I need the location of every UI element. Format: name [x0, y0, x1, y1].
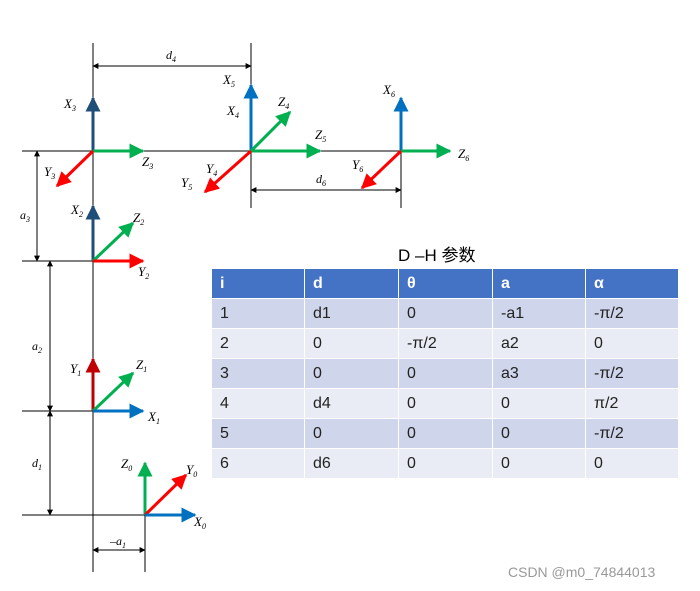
dimension-arrows: [34, 63, 402, 553]
table-cell: d4: [304, 388, 399, 419]
table-cell: a2: [492, 328, 586, 359]
table-cell: 0: [585, 328, 679, 359]
table-cell: 0: [492, 418, 586, 449]
label-a2: a2: [32, 339, 42, 355]
table-cell: -π/2: [585, 358, 679, 389]
table-cell: 5: [211, 418, 305, 449]
label-d1: d1: [32, 456, 42, 472]
frame4-z-axis: [249, 110, 292, 153]
table-cell: a3: [492, 358, 586, 389]
label-x6: X6: [382, 82, 395, 99]
label-a3: a3: [20, 208, 30, 224]
header-cell-d: d: [304, 268, 399, 299]
table-cell: d1: [304, 298, 399, 329]
table-cell: d6: [304, 448, 399, 479]
table-cell: 6: [211, 448, 305, 479]
label-z0: Z0: [121, 456, 132, 473]
frame0-y-axis: [143, 473, 188, 517]
label-x2: X2: [70, 202, 83, 219]
frame-2: [85, 204, 145, 269]
table-cell: 0: [398, 448, 493, 479]
table-cell: 0: [304, 418, 399, 449]
table-header-row: i d θ a α: [211, 268, 679, 299]
label-z6: Z6: [458, 146, 469, 163]
frame2-z-axis: [91, 221, 135, 263]
frame-6: [360, 96, 452, 190]
table-cell: 1: [211, 298, 305, 329]
frame-3: [55, 96, 145, 188]
label-z1: Z1: [136, 357, 147, 374]
label-x4: X4: [226, 103, 239, 120]
label-x5: X5: [222, 72, 235, 89]
table-cell: 0: [398, 388, 493, 419]
table-cell: -π/2: [585, 418, 679, 449]
table-cell: 0: [585, 448, 679, 479]
label-x1: X1: [147, 409, 160, 426]
table-cell: 0: [492, 448, 586, 479]
table-cell: 3: [211, 358, 305, 389]
header-cell-alpha: α: [585, 268, 679, 299]
label-y3: Y3: [44, 164, 55, 181]
table-cell: 0: [398, 298, 493, 329]
table-cell: 4: [211, 388, 305, 419]
label-y6: Y6: [352, 157, 363, 174]
table-cell: -a1: [492, 298, 586, 329]
header-cell-a: a: [492, 268, 586, 299]
table-cell: 2: [211, 328, 305, 359]
label-a1: –a1: [109, 534, 126, 550]
table-cell: -π/2: [398, 328, 493, 359]
table-cell: 0: [492, 388, 586, 419]
label-z2: Z2: [133, 210, 144, 227]
frame-0: [137, 461, 197, 523]
label-y4: Y4: [206, 161, 217, 178]
table-cell: 0: [304, 328, 399, 359]
label-y5: Y5: [181, 175, 192, 192]
table-cell: 0: [398, 358, 493, 389]
frame1-z-axis: [91, 371, 135, 413]
label-d4: d4: [166, 48, 176, 64]
frame-4-5: [203, 83, 322, 194]
watermark: CSDN @m0_74844013: [508, 564, 656, 580]
label-z3: Z3: [142, 154, 153, 171]
header-cell-i: i: [211, 268, 305, 299]
frame-1: [85, 357, 145, 419]
label-z4: Z4: [278, 94, 289, 111]
label-x3: X3: [63, 96, 76, 113]
frame45-y-axis: [203, 149, 252, 194]
frame6-y-axis: [360, 149, 403, 190]
table-cell: 0: [304, 358, 399, 389]
table-cell: 0: [398, 418, 493, 449]
frame3-y-axis: [55, 149, 95, 188]
table-cell: -π/2: [585, 298, 679, 329]
label-y2: Y2: [138, 264, 149, 281]
label-y1: Y1: [70, 361, 81, 378]
header-cell-theta: θ: [398, 268, 493, 299]
table-cell: π/2: [585, 388, 679, 419]
label-y0: Y0: [186, 462, 197, 479]
dh-table-title: D –H 参数: [398, 246, 476, 265]
label-z5: Z5: [315, 127, 326, 144]
axis-labels: X3 Y3 Z3 X2 Z2 Y2 Y1 Z1 X1 Z0 Y0 X0 X5 X…: [44, 72, 469, 531]
label-d6: d6: [316, 172, 326, 188]
dimension-labels: d4 d6 a3 a2 d1 –a1: [20, 48, 326, 550]
label-x0: X0: [193, 514, 206, 531]
